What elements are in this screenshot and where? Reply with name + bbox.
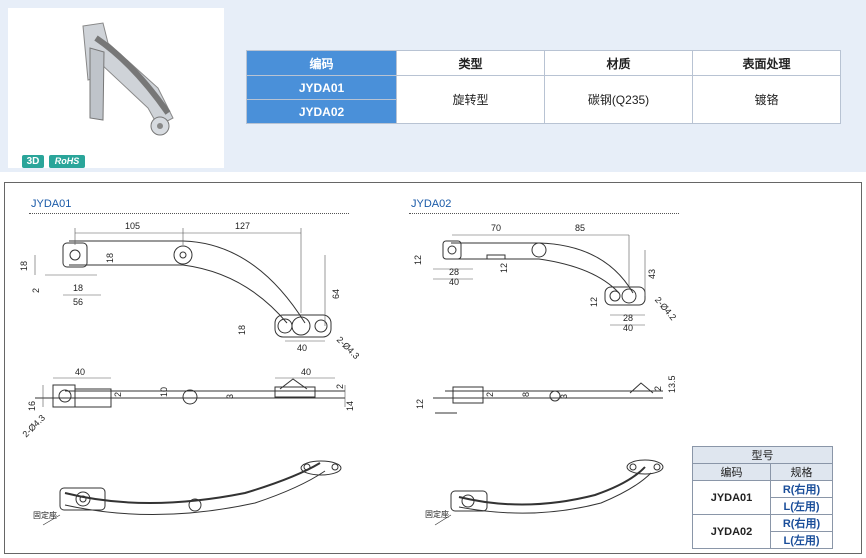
left-base-label: 固定座: [33, 510, 57, 520]
product-photo: 3D RoHS: [8, 8, 224, 168]
right-title-rule: [409, 213, 679, 214]
dim-18-left: 18: [19, 261, 29, 271]
right-section-title: JYDA02: [411, 198, 452, 210]
side-dim-40-b: 40: [301, 367, 311, 377]
dim-64: 64: [331, 289, 341, 299]
spec-header-finish: 表面处理: [692, 50, 841, 76]
dim-85: 85: [575, 223, 585, 233]
dim-28-top: 28: [449, 267, 459, 277]
product-image: [82, 22, 174, 136]
dim-56: 56: [73, 297, 83, 307]
spec-header-material: 材质: [544, 50, 693, 76]
dim-40-bottom: 40: [623, 323, 633, 333]
model-spec-jyda02-l: L(左用): [770, 531, 833, 549]
model-table-title: 型号: [692, 446, 833, 464]
side-dim-16: 16: [27, 401, 37, 411]
side-dim-2-b: 2: [335, 384, 345, 389]
3d-badge: 3D: [22, 155, 44, 168]
model-spec-jyda01-r: R(右用): [770, 480, 833, 498]
side-dim-2-a: 2: [113, 392, 123, 397]
dim-18-right: 18: [237, 325, 247, 335]
spec-code-jyda01: JYDA01: [246, 75, 397, 100]
model-spec-jyda01-l: L(左用): [770, 497, 833, 515]
side-dim-2-r: 2: [485, 392, 495, 397]
dim-18-mid: 18: [105, 253, 115, 263]
dim-40-top: 40: [449, 277, 459, 287]
model-spec-jyda02-r: R(右用): [770, 514, 833, 532]
side-dim-2-b-r: 2: [653, 386, 663, 391]
model-code-jyda02: JYDA02: [692, 514, 771, 549]
side-dim-12-r: 12: [415, 399, 425, 409]
side-dim-13-5: 13.5: [667, 375, 677, 393]
right-technical-drawing: 70 85 12 28 40 12 43 12 28 40 2-Ø4.2 2 8…: [413, 223, 678, 526]
dim-28-bottom: 28: [623, 313, 633, 323]
left-title-rule: [29, 213, 349, 214]
model-col-spec: 规格: [770, 463, 833, 481]
side-dim-3-r: 3: [559, 394, 569, 399]
dim-43: 43: [647, 269, 657, 279]
model-col-code: 编码: [692, 463, 771, 481]
dim-2: 2: [31, 288, 41, 293]
dim-phi-4-2: 2-Ø4.2: [653, 295, 678, 323]
dim-12-left: 12: [413, 255, 423, 265]
spec-finish: 镀铬: [692, 75, 841, 124]
header-strip: 3D RoHS 编码 类型 材质 表面处理 JYDA01 旋转型 碳钢(Q235…: [0, 0, 866, 172]
spec-header-type: 类型: [396, 50, 545, 76]
spec-material: 碳钢(Q235): [544, 75, 693, 124]
side-dim-10: 10: [159, 387, 169, 397]
side-dim-14: 14: [345, 401, 355, 411]
dim-127: 127: [235, 221, 250, 231]
dim-105: 105: [125, 221, 140, 231]
dim-40: 40: [297, 343, 307, 353]
spec-code-jyda02: JYDA02: [246, 99, 397, 124]
spec-table: 编码 类型 材质 表面处理 JYDA01 旋转型 碳钢(Q235) 镀铬 JYD…: [246, 50, 841, 124]
dim-12-mid: 12: [499, 263, 509, 273]
spec-type: 旋转型: [396, 75, 545, 124]
model-code-jyda01: JYDA01: [692, 480, 771, 515]
spec-header-code: 编码: [246, 50, 397, 76]
dim-70: 70: [491, 223, 501, 233]
left-technical-drawing: 105 127 18 18 18 2 56 64 18 40 2-Ø4.3 40…: [19, 221, 362, 526]
rohs-badge: RoHS: [49, 155, 85, 168]
dim-18-bottom: 18: [73, 283, 83, 293]
side-dim-3: 3: [225, 394, 235, 399]
dim-phi-4-3: 2-Ø4.3: [335, 335, 362, 362]
left-section-title: JYDA01: [31, 198, 72, 210]
right-base-label: 固定座: [425, 509, 449, 519]
side-dim-8: 8: [521, 392, 531, 397]
dim-12-right: 12: [589, 297, 599, 307]
side-dim-40-a: 40: [75, 367, 85, 377]
model-table: 型号 编码 规格 JYDA01 R(右用) L(左用) JYDA02 R(右用)…: [692, 446, 833, 549]
side-dim-phi: 2-Ø4.3: [21, 413, 48, 440]
